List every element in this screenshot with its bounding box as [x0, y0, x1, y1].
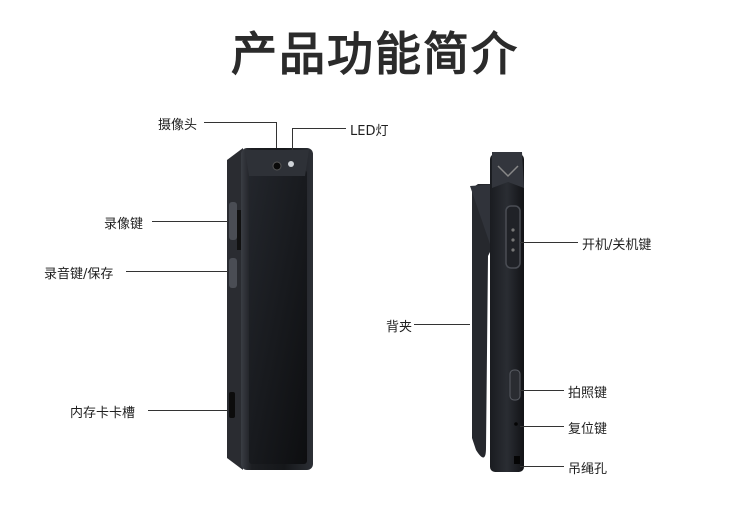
lanyard-hole	[514, 456, 520, 464]
reset-label: 复位键	[568, 422, 608, 437]
photo-label: 拍照键	[568, 386, 608, 401]
camera-label: 摄像头	[158, 118, 198, 133]
led-light	[288, 161, 294, 167]
record-audio-button[interactable]	[229, 258, 237, 288]
camera-lens	[272, 161, 282, 171]
record-video-button[interactable]	[229, 202, 237, 240]
back-clip	[472, 184, 492, 458]
card-slot-label: 内存卡卡槽	[70, 406, 136, 421]
page-title: 产品功能简介	[231, 27, 519, 81]
card-slot-opening	[229, 392, 235, 418]
reset-hole	[514, 422, 518, 426]
front-device-image	[227, 148, 313, 470]
photo-button[interactable]	[509, 369, 521, 401]
record-audio-save-label: 录音键/保存	[44, 267, 114, 282]
power-button[interactable]	[505, 205, 521, 269]
back-clip-label: 背夹	[386, 320, 413, 335]
led-label: LED灯	[350, 124, 389, 139]
record-video-label: 录像键	[104, 217, 144, 232]
lanyard-hole-label: 吊绳孔	[568, 462, 608, 477]
side-device-image	[470, 152, 524, 472]
power-label: 开机/关机键	[582, 238, 652, 253]
